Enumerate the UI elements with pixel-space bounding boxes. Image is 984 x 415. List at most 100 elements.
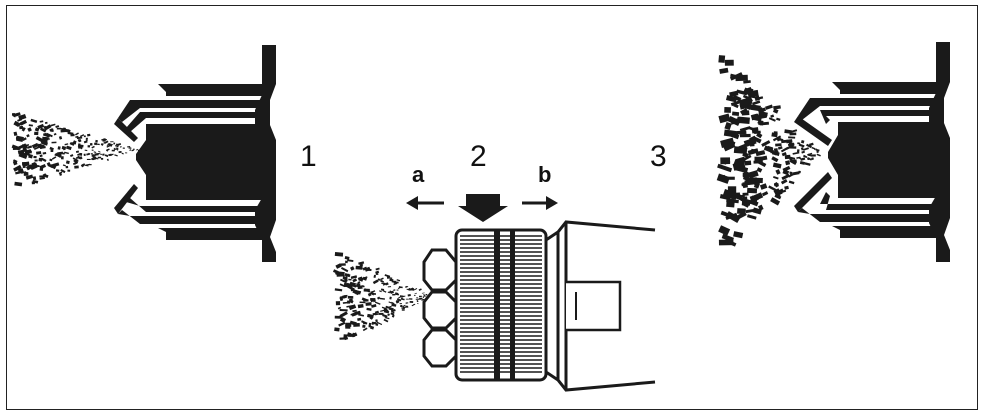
spray-droplet	[339, 278, 348, 284]
spray-droplet	[118, 150, 122, 154]
spray-droplet	[339, 309, 348, 312]
spray-droplet	[336, 272, 345, 277]
spray-droplet	[75, 156, 80, 160]
spray-droplet	[83, 135, 86, 138]
spray-droplet	[31, 142, 39, 149]
spray-droplet	[800, 147, 804, 151]
spray-droplet	[772, 108, 779, 114]
spray-droplet	[402, 304, 406, 308]
spray-droplet	[764, 104, 773, 110]
spray-droplet	[30, 164, 35, 169]
spray-droplet	[389, 278, 394, 282]
spray-droplet	[374, 310, 380, 314]
spray-droplet	[40, 157, 47, 162]
spray-droplet	[799, 161, 806, 165]
spray-droplet	[345, 273, 350, 278]
nozzle-1-fine-spray: 1	[11, 45, 317, 262]
spray-droplet	[781, 151, 787, 157]
spray-droplet	[339, 296, 344, 302]
spray-droplet	[21, 126, 26, 132]
spray-droplet	[781, 173, 790, 181]
spray-droplet	[719, 67, 729, 74]
spray-droplet	[780, 179, 788, 185]
spray-droplet	[801, 150, 806, 154]
spray-droplet	[128, 148, 132, 149]
spray-droplet	[24, 143, 30, 147]
spray-droplet	[784, 185, 789, 190]
spray-droplet	[739, 126, 751, 132]
spray-droplet	[50, 149, 54, 153]
spray-droplet	[732, 94, 742, 102]
spray-droplet	[94, 152, 99, 156]
spray-droplet	[759, 107, 766, 113]
spray-droplet	[756, 167, 763, 173]
spray-droplet	[86, 133, 91, 137]
spray-droplet	[359, 301, 366, 304]
label-nozzle-1: 1	[300, 140, 317, 173]
spray-droplet	[375, 319, 378, 323]
spray-droplet	[16, 137, 24, 143]
label-direction-a: a	[412, 162, 425, 187]
spray-droplet	[75, 150, 80, 154]
spray-droplet	[11, 144, 21, 151]
spray-droplet	[774, 194, 782, 200]
spray-droplet	[383, 310, 390, 314]
spray-droplet	[113, 142, 116, 145]
label-direction-b: b	[538, 162, 551, 187]
spray-droplet	[816, 153, 821, 157]
spray-droplet	[339, 311, 348, 318]
spray-droplet	[37, 123, 45, 130]
spray-droplet	[377, 296, 381, 300]
spray-droplet	[117, 142, 122, 146]
spray-droplet	[746, 214, 757, 220]
spray-droplet	[347, 259, 354, 262]
spray-droplet	[792, 151, 800, 155]
spray-droplet	[104, 140, 109, 144]
spray-droplet	[404, 305, 408, 308]
spray-droplet	[371, 321, 377, 325]
spray-droplet	[65, 160, 70, 165]
spray-droplet	[107, 154, 111, 156]
spray-droplet	[396, 289, 399, 291]
spray-droplet	[741, 201, 750, 208]
spray-droplet	[79, 156, 83, 160]
spray-droplet	[354, 289, 362, 294]
spray-droplet	[375, 270, 380, 275]
spray-droplet	[800, 139, 805, 144]
spray-droplet	[422, 296, 425, 297]
spray-droplet	[758, 204, 764, 211]
spray-droplet	[389, 296, 392, 300]
spray-droplet	[723, 159, 731, 165]
spray-droplet	[732, 111, 740, 116]
spray-droplet	[773, 175, 779, 180]
spray-droplet	[344, 260, 348, 264]
spray-droplet	[381, 282, 386, 285]
spray-droplet	[92, 156, 97, 159]
spray-droplet	[60, 169, 66, 174]
spray-droplet	[785, 160, 791, 166]
spray-droplet	[80, 163, 85, 168]
spray-droplet	[413, 303, 416, 306]
spray-droplet	[108, 144, 113, 147]
spray-droplet	[86, 153, 90, 156]
spray-droplet	[418, 298, 421, 300]
spray-droplet	[811, 157, 814, 161]
spray-droplet	[50, 123, 56, 127]
spray-droplet	[782, 165, 791, 172]
spray-droplet	[747, 177, 757, 181]
spray-droplet	[373, 274, 377, 278]
spray-droplet	[122, 147, 125, 149]
spray-droplet	[399, 302, 402, 305]
spray-droplet	[343, 334, 348, 338]
spray-droplet	[343, 294, 348, 297]
spray-droplet	[357, 281, 361, 284]
spray-droplet	[17, 149, 25, 155]
spray-droplet	[391, 314, 395, 318]
spray-droplet	[770, 114, 775, 118]
spray-droplet	[788, 141, 795, 148]
spray-droplet	[343, 277, 348, 282]
spray-droplet	[751, 127, 759, 134]
spray-droplet	[421, 292, 425, 294]
spray-droplet	[417, 303, 419, 305]
spray-droplet	[358, 261, 365, 265]
